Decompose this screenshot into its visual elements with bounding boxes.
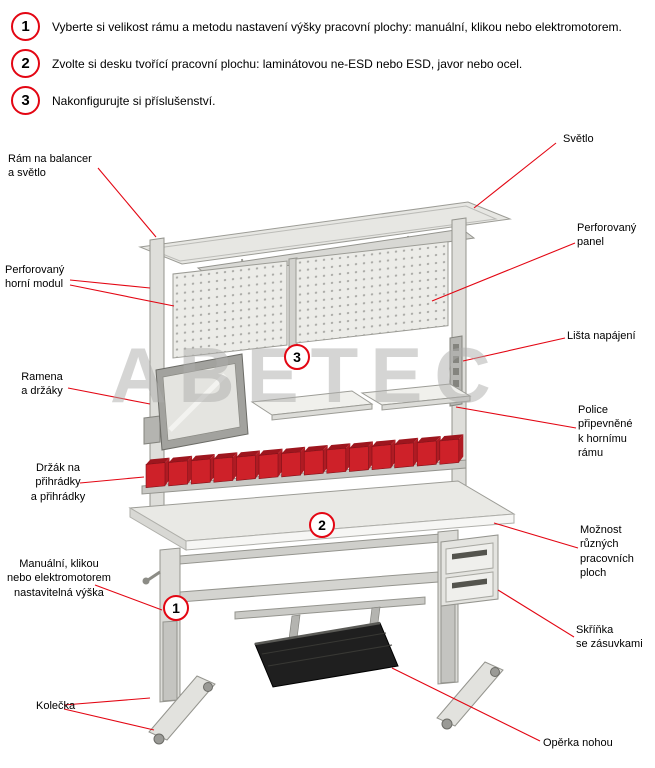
bin-rail-and-bins xyxy=(141,433,467,495)
step-2-text: Zvolte si desku tvořící pracovní plochu:… xyxy=(52,56,523,71)
callout-ram-na-balancer-a-svetlo: Rám na balancer a světlo xyxy=(8,153,92,180)
step-item-1: 1 Vyberte si velikost rámu a metodu nast… xyxy=(11,12,651,41)
callout-police-pripevnene: Police připevněné k hornímu rámu xyxy=(578,404,633,459)
step-item-2: 2 Zvolte si desku tvořící pracovní ploch… xyxy=(11,49,651,78)
step-3-badge: 3 xyxy=(11,86,40,115)
step-2-badge: 2 xyxy=(11,49,40,78)
diagram-marker-1: 1 xyxy=(163,595,189,621)
callout-operka-nohou: Opěrka nohou xyxy=(543,737,613,749)
diagram-marker-2-number: 2 xyxy=(318,517,326,533)
diagram-marker-3-number: 3 xyxy=(293,349,301,365)
callout-drzak-na-prihradky: Držák na přihrádky a přihrádky xyxy=(30,462,86,503)
diagram-marker-1-number: 1 xyxy=(172,600,180,616)
callout-manualni-nastavitelna-vyska: Manuální, klikou nebo elektromotorem nas… xyxy=(7,558,111,599)
step-item-3: 3 Nakonfigurujte si příslušenství. xyxy=(11,86,651,115)
callout-perforovany-horni-modul: Perforovaný horní modul xyxy=(5,264,65,291)
worktop xyxy=(128,480,516,551)
step-2-number: 2 xyxy=(21,55,30,72)
step-1-number: 1 xyxy=(21,18,30,35)
monitor-on-arm xyxy=(143,353,249,451)
steps-list: 1 Vyberte si velikost rámu a metodu nast… xyxy=(11,12,651,123)
perforated-panels xyxy=(172,241,449,359)
callout-lines xyxy=(63,142,579,742)
lifting-columns-and-feet xyxy=(142,529,504,745)
drawer-unit xyxy=(440,534,499,607)
shelves xyxy=(250,383,472,421)
step-1-text: Vyberte si velikost rámu a metodu nastav… xyxy=(52,19,622,34)
callout-ramena-a-drzaky: Ramena a držáky xyxy=(21,371,63,398)
footrest xyxy=(254,606,399,688)
callout-svetlo: Světlo xyxy=(563,133,594,145)
step-3-text: Nakonfigurujte si příslušenství. xyxy=(52,93,216,108)
step-3-number: 3 xyxy=(21,92,30,109)
diagram-marker-2: 2 xyxy=(309,512,335,538)
callout-skrinka-se-zasuvkami: Skříňka se zásuvkami xyxy=(576,624,643,651)
step-1-badge: 1 xyxy=(11,12,40,41)
diagram-marker-3: 3 xyxy=(284,344,310,370)
callout-kolecka: Kolečka xyxy=(36,700,76,712)
callout-moznost-pracovnich-ploch: Možnost různých pracovních ploch xyxy=(580,524,634,579)
callout-lista-napajeni: Lišta napájení xyxy=(567,330,636,342)
callout-perforovany-panel: Perforovaný panel xyxy=(577,222,637,249)
